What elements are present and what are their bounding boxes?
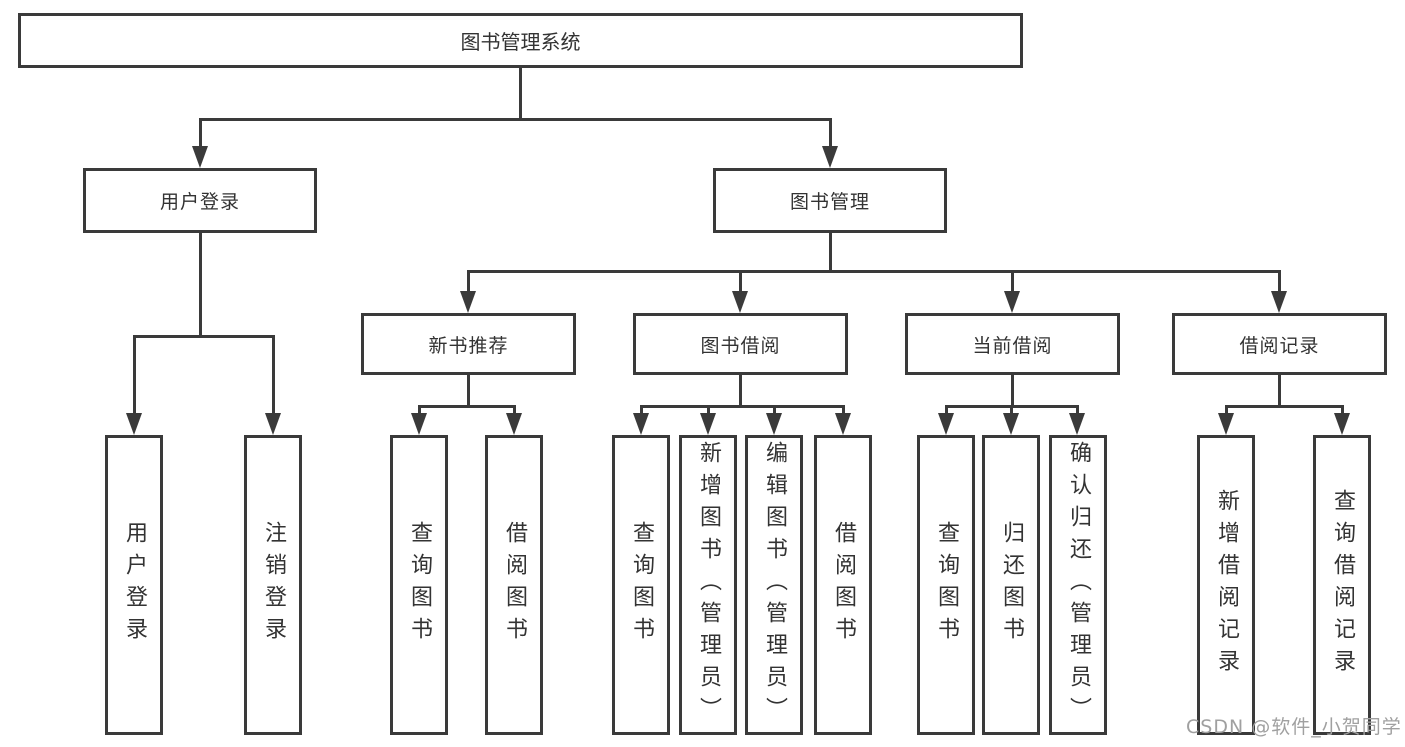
node-label: 借阅记录 xyxy=(1239,334,1320,357)
node-label: 新增图书（管理员） xyxy=(696,441,721,729)
node-book-borrowing: 图书借阅 xyxy=(633,313,848,375)
connector-line xyxy=(133,335,136,417)
arrow-down-icon xyxy=(1069,413,1085,435)
node-leaf-add-books-admin: 新增图书（管理员） xyxy=(679,435,737,735)
node-label: 图书管理 xyxy=(789,191,870,213)
node-book-management: 图书管理 xyxy=(713,168,947,233)
connector-line xyxy=(1011,270,1014,295)
node-leaf-logout: 注销登录 xyxy=(244,435,302,735)
node-label: 借阅图书 xyxy=(502,521,527,649)
connector-line xyxy=(1341,405,1344,417)
connector-line xyxy=(1010,405,1013,417)
connector-line xyxy=(739,375,742,405)
connector-line xyxy=(842,405,845,417)
connector-line xyxy=(739,270,742,295)
connector-line xyxy=(467,270,1281,273)
node-label: 借阅图书 xyxy=(831,521,856,649)
node-leaf-add-borrow-record: 新增借阅记录 xyxy=(1197,435,1255,735)
connector-line xyxy=(945,405,948,417)
node-label: 新增借阅记录 xyxy=(1214,489,1239,681)
node-leaf-user-login: 用户登录 xyxy=(105,435,163,735)
connector-line xyxy=(829,118,832,150)
node-library-management-system: 图书管理系统 xyxy=(18,13,1023,68)
node-borrowing-records: 借阅记录 xyxy=(1172,313,1387,375)
node-leaf-borrow-books: 借阅图书 xyxy=(814,435,872,735)
connector-line xyxy=(829,233,832,270)
connector-line xyxy=(1011,375,1014,405)
arrow-down-icon xyxy=(1004,291,1020,313)
connector-line xyxy=(707,405,710,417)
csdn-watermark: CSDN @软件_小贺同学 xyxy=(1186,716,1402,738)
connector-line xyxy=(272,335,275,417)
node-label: 用户登录 xyxy=(159,191,240,213)
connector-line xyxy=(1076,405,1079,417)
arrow-down-icon xyxy=(192,146,208,168)
node-label: 编辑图书（管理员） xyxy=(762,441,787,729)
node-label: 查询图书 xyxy=(629,521,654,649)
node-label: 用户登录 xyxy=(122,521,147,649)
connector-line xyxy=(1225,405,1342,408)
node-leaf-query-borrow-record: 查询借阅记录 xyxy=(1313,435,1371,735)
arrow-down-icon xyxy=(460,291,476,313)
connector-line xyxy=(519,68,522,118)
arrow-down-icon xyxy=(766,413,782,435)
node-label: 查询图书 xyxy=(407,521,432,649)
arrow-down-icon xyxy=(732,291,748,313)
node-label: 查询图书 xyxy=(934,521,959,649)
connector-line xyxy=(467,270,470,295)
arrow-down-icon xyxy=(822,146,838,168)
arrow-down-icon xyxy=(265,413,281,435)
node-leaf-query-books-current: 查询图书 xyxy=(917,435,975,735)
arrow-down-icon xyxy=(1003,413,1019,435)
node-label: 图书管理系统 xyxy=(460,30,581,54)
node-leaf-confirm-return-admin: 确认归还（管理员） xyxy=(1049,435,1107,735)
arrow-down-icon xyxy=(938,413,954,435)
node-leaf-query-books-borrowing: 查询图书 xyxy=(612,435,670,735)
arrow-down-icon xyxy=(835,413,851,435)
connector-line xyxy=(199,118,202,150)
arrow-down-icon xyxy=(411,413,427,435)
arrow-down-icon xyxy=(1271,291,1287,313)
node-label: 归还图书 xyxy=(999,521,1024,649)
connector-line xyxy=(640,405,643,417)
arrow-down-icon xyxy=(126,413,142,435)
node-label: 当前借阅 xyxy=(972,334,1053,357)
connector-line xyxy=(773,405,776,417)
node-leaf-query-books-recommend: 查询图书 xyxy=(390,435,448,735)
arrow-down-icon xyxy=(700,413,716,435)
connector-line xyxy=(199,233,202,335)
node-current-borrowing: 当前借阅 xyxy=(905,313,1120,375)
connector-line xyxy=(467,375,470,405)
node-label: 确认归还（管理员） xyxy=(1066,441,1091,729)
connector-line xyxy=(513,405,516,417)
node-leaf-borrow-books-recommend: 借阅图书 xyxy=(485,435,543,735)
arrow-down-icon xyxy=(506,413,522,435)
connector-line xyxy=(199,118,832,121)
connector-line xyxy=(133,335,274,338)
node-user-login: 用户登录 xyxy=(83,168,317,233)
node-label: 图书借阅 xyxy=(700,334,781,357)
arrow-down-icon xyxy=(633,413,649,435)
connector-line xyxy=(1278,270,1281,295)
connector-line xyxy=(418,405,421,417)
arrow-down-icon xyxy=(1334,413,1350,435)
node-label: 注销登录 xyxy=(261,521,286,649)
arrow-down-icon xyxy=(1218,413,1234,435)
node-label: 新书推荐 xyxy=(428,334,509,357)
node-leaf-edit-books-admin: 编辑图书（管理员） xyxy=(745,435,803,735)
connector-line xyxy=(640,405,843,408)
node-leaf-return-books: 归还图书 xyxy=(982,435,1040,735)
node-label: 查询借阅记录 xyxy=(1330,489,1355,681)
connector-line xyxy=(1278,375,1281,405)
connector-line xyxy=(418,405,515,408)
connector-line xyxy=(1225,405,1228,417)
node-new-book-recommend: 新书推荐 xyxy=(361,313,576,375)
